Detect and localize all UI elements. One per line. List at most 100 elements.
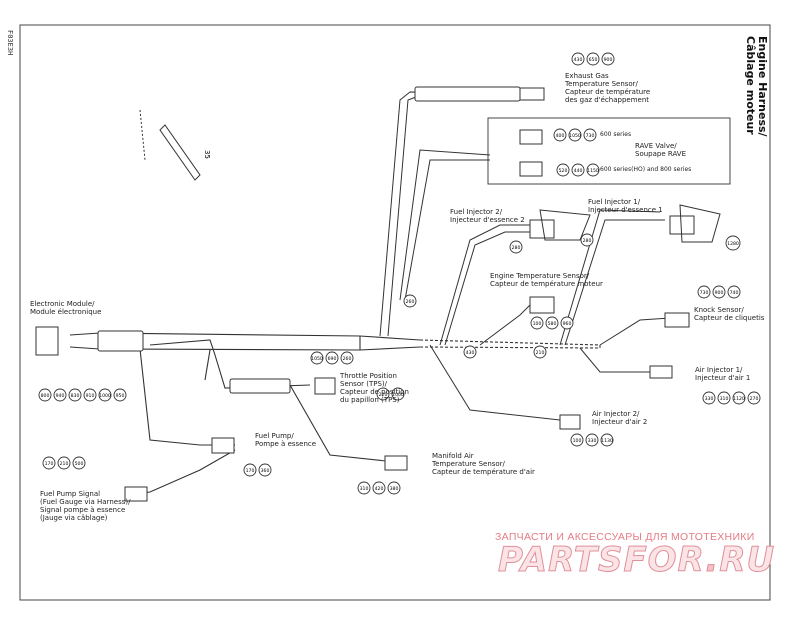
callout-number: 800	[41, 393, 50, 399]
callout-number: 170	[45, 461, 54, 467]
callout-number: 400	[556, 133, 565, 139]
label-air-injector-2: Air Injector 2/ Injecteur d'air 2	[592, 410, 647, 426]
diagram-title: Engine Harness/ Câblage moteur	[744, 36, 769, 137]
connectors	[35, 86, 695, 502]
label-air-injector-1: Air Injector 1/ Injecteur d'air 1	[695, 366, 750, 382]
label-line: Capteur de température	[565, 88, 651, 96]
label-fuel-injector-1: Fuel Injector 1/ Injecteur d'essence 1	[588, 198, 663, 214]
label-line: Sensor (TPS)/	[340, 380, 387, 388]
label-line: Capteur de température d'air	[432, 468, 535, 476]
label-line: Fuel Pump/	[255, 432, 294, 440]
callout-number: 330	[705, 396, 714, 402]
label-line: Fuel Injector 2/	[450, 208, 503, 216]
label-line: Electronic Module/	[30, 300, 95, 308]
callout-number: 280	[512, 245, 521, 251]
title-line-2: Câblage moteur	[744, 36, 757, 135]
label-fuel-injector-2: Fuel Injector 2/ Injecteur d'essence 2	[450, 208, 525, 224]
label-line: Injecteur d'essence 2	[450, 216, 525, 224]
drawing-code: F03E3H	[6, 30, 14, 56]
label-rave-note-1: 600 series	[600, 131, 632, 138]
callout-number: 830	[71, 393, 80, 399]
callout-number: 430	[466, 350, 475, 356]
label-line: du papillon (TPS)	[340, 396, 400, 404]
callout-number: 730	[700, 290, 709, 296]
label-line: Temperature Sensor/	[565, 80, 638, 88]
label-electronic-module: Electronic Module/ Module électronique	[30, 300, 101, 316]
callout-number: 420	[375, 486, 384, 492]
label-line: Knock Sensor/	[694, 306, 744, 314]
callout-number: 960	[563, 321, 572, 327]
label-line: Capteur de cliquetis	[694, 314, 765, 322]
logo-dot: .	[705, 540, 720, 581]
callout-number: 100	[573, 438, 582, 444]
label-line: Pompe à essence	[255, 440, 317, 448]
callout-number: 900	[604, 57, 613, 63]
logo-part-b: FOR	[623, 540, 706, 581]
callout-number: 380	[390, 486, 399, 492]
label-tps: Throttle Position Sensor (TPS)/ Capteur …	[340, 372, 409, 404]
callout-number: 740	[730, 290, 739, 296]
callout-number: 520	[559, 168, 568, 174]
label-line: Module électronique	[30, 308, 102, 316]
label-line: Air Injector 1/	[695, 366, 743, 374]
label-line: Engine Temperature Sensor/	[490, 272, 590, 280]
callout-number: 280	[583, 238, 592, 244]
callout-number: 650	[589, 57, 598, 63]
label-line: Soupape RAVE	[635, 150, 687, 158]
watermark-tagline: ЗАПЧАСТИ И АКСЕССУАРЫ ДЛЯ МОТОТЕХНИКИ	[495, 531, 755, 543]
callout-number: 690	[328, 356, 337, 362]
label-engine-temp: Engine Temperature Sensor/ Capteur de te…	[490, 272, 603, 288]
callout-number: 950	[116, 393, 125, 399]
callout-number: 1280	[727, 241, 739, 247]
label-line: (Jauge via câblage)	[40, 514, 108, 522]
label-line: Air Injector 2/	[592, 410, 640, 418]
callout-number: 170	[246, 468, 255, 474]
label-line: Injecteur d'air 2	[592, 418, 648, 426]
callout-number: 310	[720, 396, 729, 402]
callout-number: 360	[261, 468, 270, 474]
callout-number: 1130	[601, 438, 613, 444]
callout-number: 1000	[392, 392, 404, 398]
callout-number: 900	[715, 290, 724, 296]
label-fuel-pump: Fuel Pump/ Pompe à essence	[255, 432, 316, 448]
title-line-1: Engine Harness/	[756, 36, 769, 137]
label-line: Throttle Position	[340, 372, 397, 380]
callout-number: 310	[360, 486, 369, 492]
label-line: Signal pompe à essence	[40, 506, 126, 514]
callout-number: 580	[548, 321, 557, 327]
callout-number: 1050	[569, 133, 581, 139]
label-line: des gaz d'échappement	[565, 96, 650, 104]
callout-number: 220	[379, 392, 388, 398]
label-line: Fuel Injector 1/	[588, 198, 641, 206]
diagram-border	[19, 24, 771, 601]
injectors	[539, 204, 721, 243]
label-line: Injecteur d'air 1	[695, 374, 751, 382]
small-part	[139, 109, 201, 181]
callout-number: 1120	[733, 396, 745, 402]
label-line: Capteur de position	[340, 388, 409, 396]
callout-number: 260	[406, 299, 415, 305]
label-line: Capteur de température moteur	[490, 280, 603, 288]
callout-number: 1150	[587, 168, 599, 174]
callout-number: 1000	[99, 393, 111, 399]
callout-number: 910	[86, 393, 95, 399]
callout-number: 210	[536, 350, 545, 356]
callout-number: 100	[533, 321, 542, 327]
label-line: Exhaust Gas	[565, 72, 609, 80]
label-fuel-pump-signal: Fuel Pump Signal (Fuel Gauge via Harness…	[40, 490, 130, 522]
logo-part-c: RU	[719, 540, 776, 581]
label-line: Manifold Air	[432, 452, 474, 460]
label-line: Temperature Sensor/	[432, 460, 505, 468]
callout-circles	[38, 52, 761, 495]
label-rave-note-2: 600 series(HO) and 800 series	[600, 166, 692, 173]
callout-number: 260	[343, 356, 352, 362]
callout-number: 210	[60, 461, 69, 467]
callout-number: 440	[574, 168, 583, 174]
callout-number: 500	[75, 461, 84, 467]
label-line: (Fuel Gauge via Harness)/	[40, 498, 131, 506]
callout-number: 270	[750, 396, 759, 402]
logo-part-a: PARTS	[497, 540, 624, 581]
label-exhaust-gas: Exhaust Gas Temperature Sensor/ Capteur …	[565, 72, 650, 104]
callout-number: 430	[574, 57, 583, 63]
